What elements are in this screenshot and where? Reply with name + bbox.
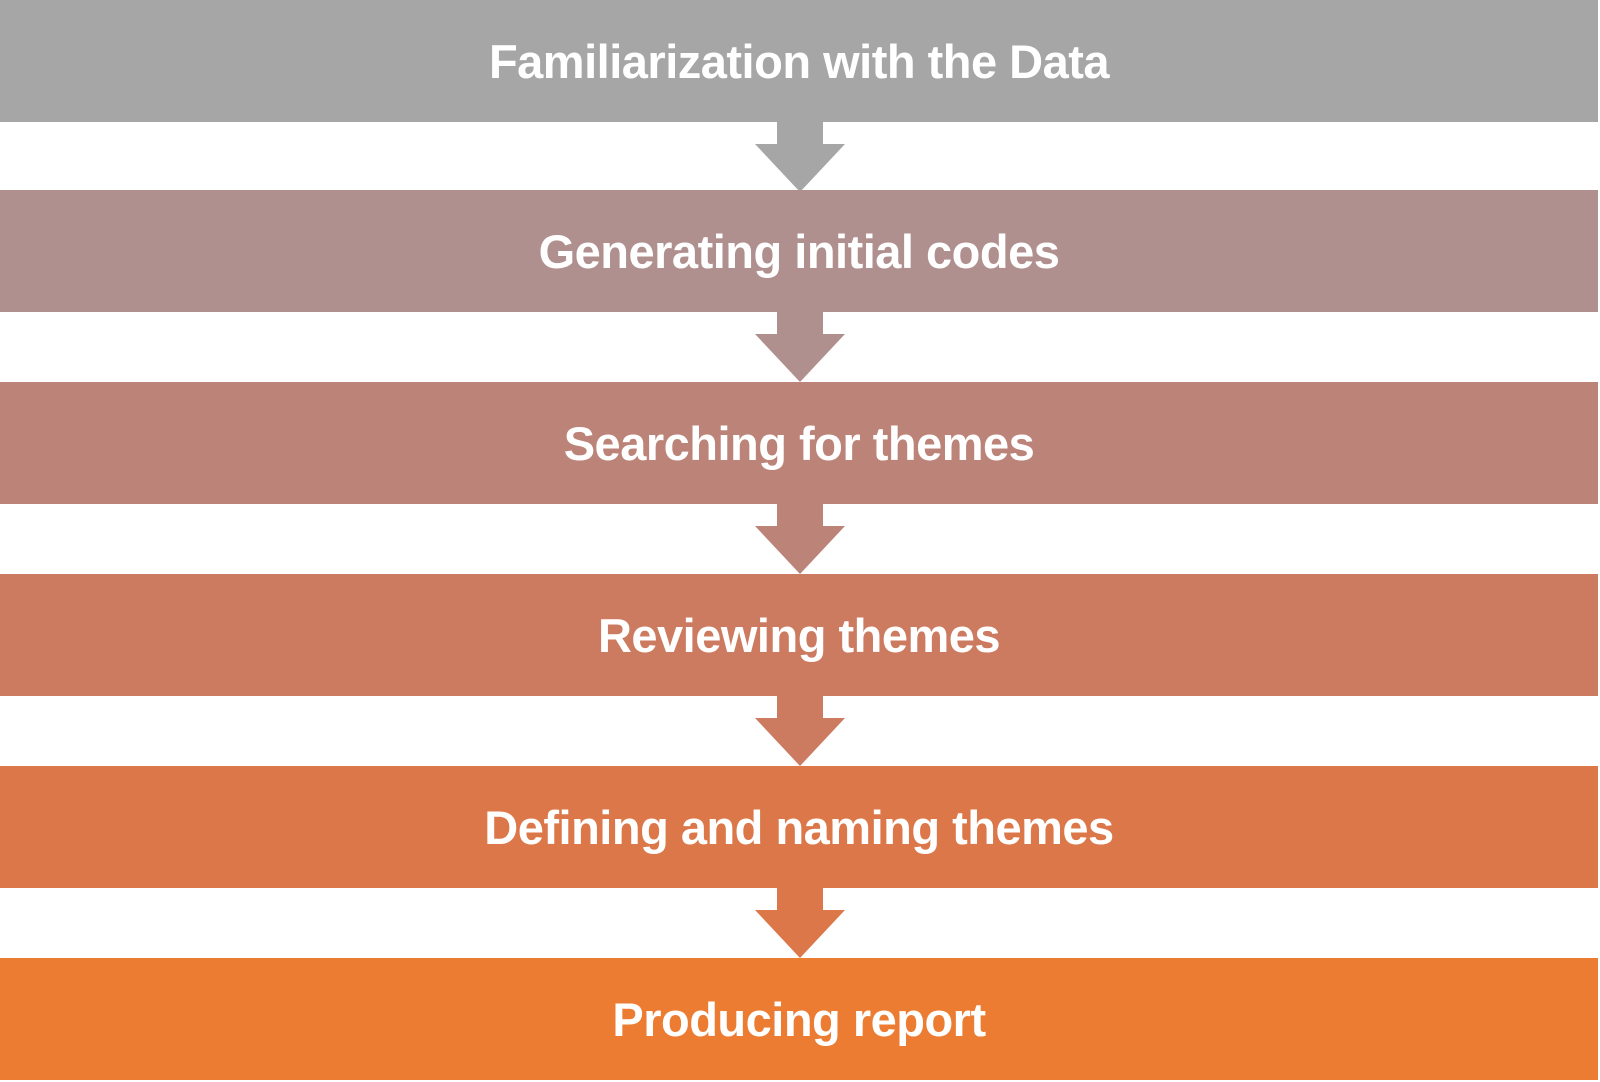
step-searching-themes: Searching for themes — [0, 382, 1598, 504]
step-reviewing-themes: Reviewing themes — [0, 574, 1598, 696]
step-searching-themes-label: Searching for themes — [563, 416, 1035, 470]
down-arrow-3 — [755, 504, 845, 574]
down-arrow-1 — [755, 122, 845, 192]
step-defining-naming-themes: Defining and naming themes — [0, 766, 1598, 888]
down-arrow-icon — [755, 122, 845, 192]
down-arrow-5 — [755, 888, 845, 958]
step-familiarization: Familiarization with the Data — [0, 0, 1598, 122]
down-arrow-icon — [755, 696, 845, 766]
down-arrow-icon — [755, 312, 845, 382]
step-producing-report: Producing report — [0, 958, 1598, 1080]
step-familiarization-label: Familiarization with the Data — [488, 34, 1110, 88]
step-generating-codes: Generating initial codes — [0, 190, 1598, 312]
down-arrow-2 — [755, 312, 845, 382]
step-generating-codes-label: Generating initial codes — [538, 224, 1060, 278]
down-arrow-icon — [755, 888, 845, 958]
down-arrow-icon — [755, 504, 845, 574]
step-reviewing-themes-label: Reviewing themes — [597, 608, 1001, 662]
step-producing-report-label: Producing report — [612, 992, 986, 1046]
down-arrow-4 — [755, 696, 845, 766]
step-defining-naming-themes-label: Defining and naming themes — [484, 800, 1114, 854]
